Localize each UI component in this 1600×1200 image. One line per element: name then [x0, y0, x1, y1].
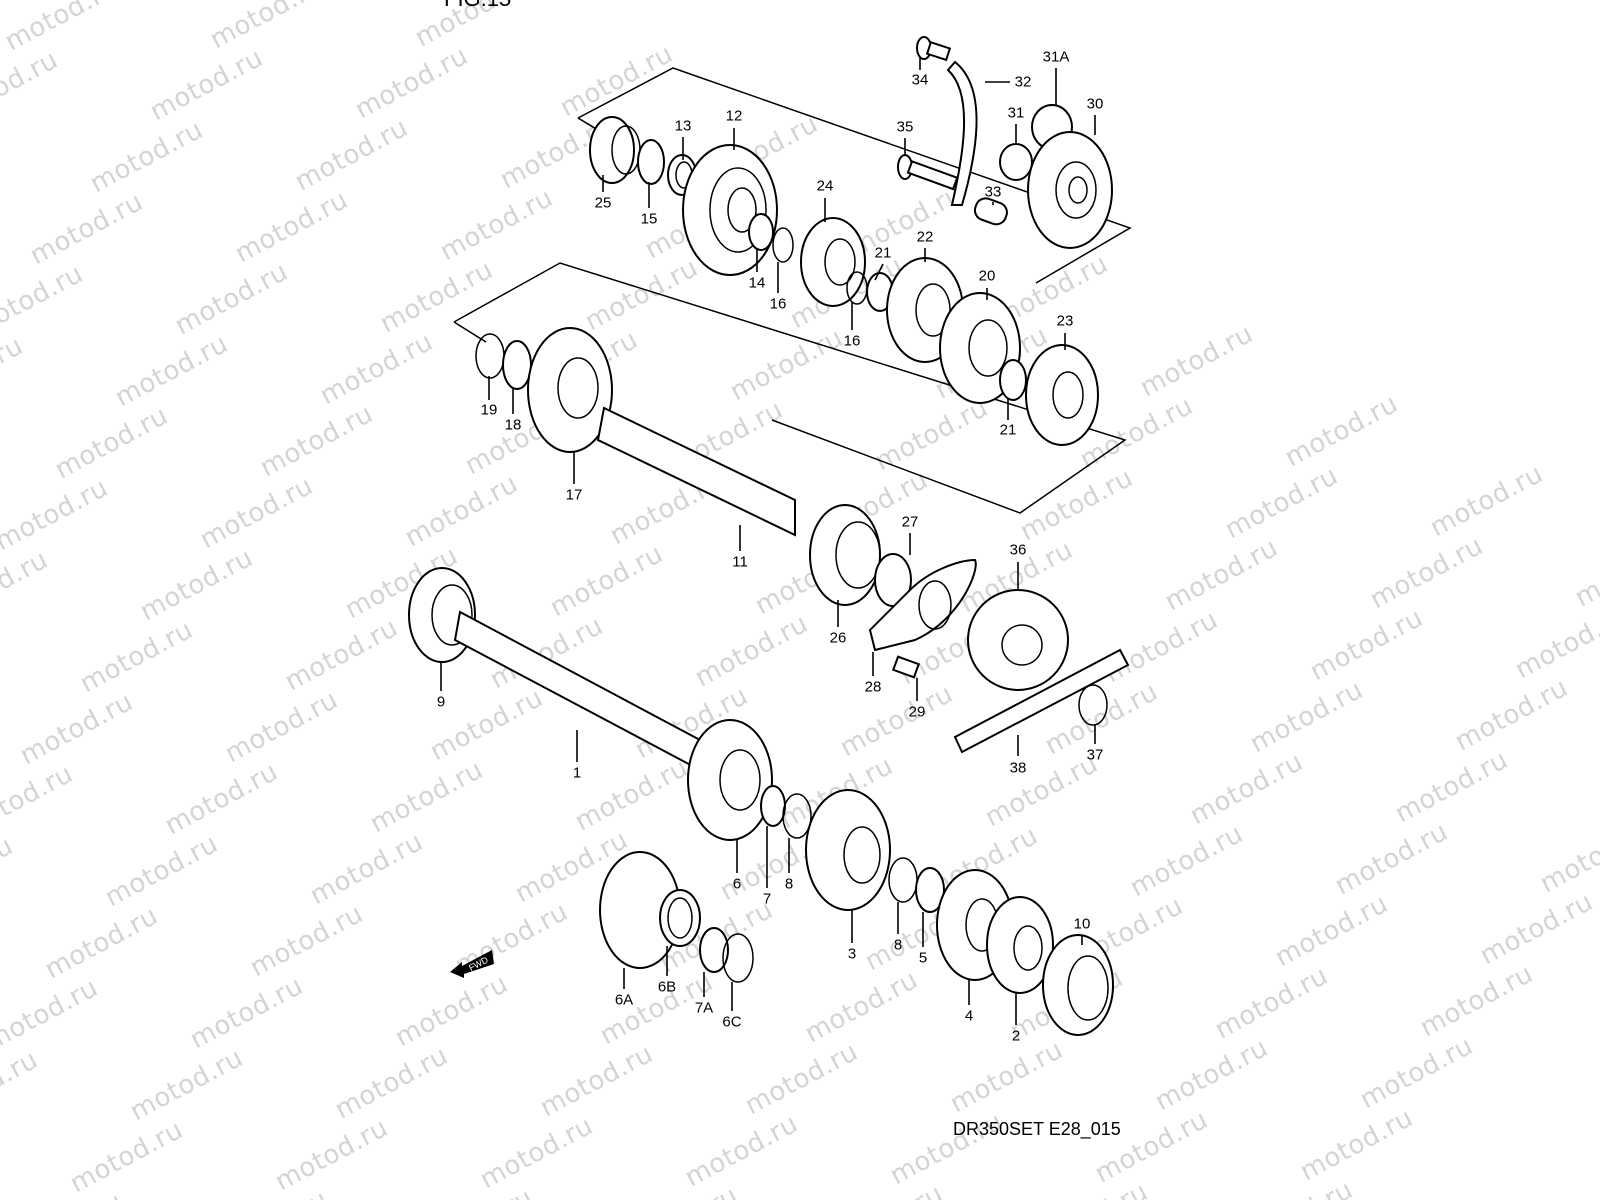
- retainer-plate-28: [868, 558, 977, 652]
- callout-38: 38: [1009, 759, 1027, 777]
- callout-4: 4: [964, 1007, 974, 1025]
- diagram-code-label: DR350SET E28_015: [953, 1119, 1121, 1139]
- bearing-26: [809, 504, 881, 606]
- callout-6B: 6B: [657, 978, 677, 996]
- callout-28: 28: [864, 678, 882, 696]
- callout-16: 16: [769, 295, 787, 313]
- callout-23: 23: [1056, 312, 1074, 330]
- circlip-19: [475, 333, 505, 379]
- callout-7: 7: [762, 890, 772, 908]
- circlip-8b: [888, 857, 918, 903]
- callout-9: 9: [436, 693, 446, 711]
- circlip-8: [782, 793, 812, 839]
- callout-33: 33: [984, 183, 1002, 201]
- gear-24: [800, 217, 866, 307]
- washer-14: [748, 213, 774, 251]
- washer-7A: [699, 927, 729, 973]
- leader-lines: [440, 58, 1096, 1025]
- callout-19: 19: [480, 401, 498, 419]
- callout-37: 37: [1086, 746, 1104, 764]
- drive-chain-38: [953, 648, 1130, 754]
- callout-36: 36: [1009, 541, 1027, 559]
- callout-31A: 31A: [1042, 48, 1070, 66]
- callout-8: 8: [784, 875, 794, 893]
- callout-24: 24: [816, 177, 834, 195]
- callout-32: 32: [1014, 73, 1032, 91]
- gear-17: [527, 327, 613, 453]
- callout-17: 17: [565, 486, 583, 504]
- callout-12: 12: [725, 107, 743, 125]
- callout-21b: 21: [999, 421, 1017, 439]
- gear-23: [1025, 344, 1099, 446]
- bushing-31: [999, 143, 1033, 181]
- callout-31: 31: [1007, 104, 1025, 122]
- circlip-16: [772, 227, 794, 263]
- bearing-25: [589, 116, 641, 184]
- idler-plate-32: [946, 60, 978, 206]
- callout-11: 11: [732, 553, 748, 571]
- bushing-6B: [659, 889, 701, 947]
- washer-18: [502, 340, 532, 390]
- callout-1: 1: [572, 764, 582, 782]
- countershaft-11: [596, 406, 796, 537]
- callout-20: 20: [978, 267, 996, 285]
- engine-sprocket-36: [967, 589, 1069, 691]
- gear-3: [805, 789, 891, 911]
- callout-2: 2: [1011, 1027, 1021, 1045]
- callout-27: 27: [901, 513, 919, 531]
- callout-34: 34: [911, 71, 929, 89]
- washer-15: [637, 139, 665, 185]
- washer-7: [760, 785, 786, 827]
- bolt-34: [916, 36, 952, 62]
- gear-6: [687, 719, 773, 841]
- callout-30: 30: [1086, 95, 1104, 113]
- middle-assembly-outline: [453, 262, 1127, 514]
- callout-14: 14: [748, 274, 766, 292]
- washer-21b: [999, 359, 1027, 401]
- bearing-10: [1042, 934, 1114, 1036]
- callout-8b: 8: [893, 936, 903, 954]
- gear-12: [682, 144, 778, 276]
- callout-26: 26: [829, 629, 847, 647]
- bolt-29: [891, 655, 921, 679]
- callout-15: 15: [640, 210, 658, 228]
- circlip-6C: [722, 933, 754, 983]
- callout-21: 21: [874, 244, 892, 262]
- callout-7A: 7A: [694, 999, 714, 1017]
- figure-title: FIG.15: [444, 0, 511, 12]
- callout-5: 5: [918, 949, 928, 967]
- callout-13: 13: [674, 117, 692, 135]
- spacer-33: [973, 197, 1008, 226]
- washer-5: [915, 867, 945, 913]
- callout-6C: 6C: [722, 1013, 742, 1031]
- callout-6A: 6A: [614, 991, 634, 1009]
- kick-idle-gear-30: [1027, 131, 1113, 249]
- fwd-arrow-icon: FWD: [448, 944, 496, 978]
- callout-35: 35: [896, 118, 914, 136]
- callout-18: 18: [504, 416, 522, 434]
- callout-6: 6: [732, 875, 742, 893]
- callout-22: 22: [916, 228, 934, 246]
- callout-3: 3: [847, 945, 857, 963]
- upper-assembly-outline: [577, 67, 1132, 284]
- callout-16b: 16: [843, 332, 861, 350]
- bolt-35: [897, 154, 959, 191]
- callout-25: 25: [594, 194, 612, 212]
- circlip-37: [1078, 684, 1108, 726]
- gear-2: [986, 896, 1054, 994]
- callout-10: 10: [1073, 915, 1091, 933]
- callout-29: 29: [908, 703, 926, 721]
